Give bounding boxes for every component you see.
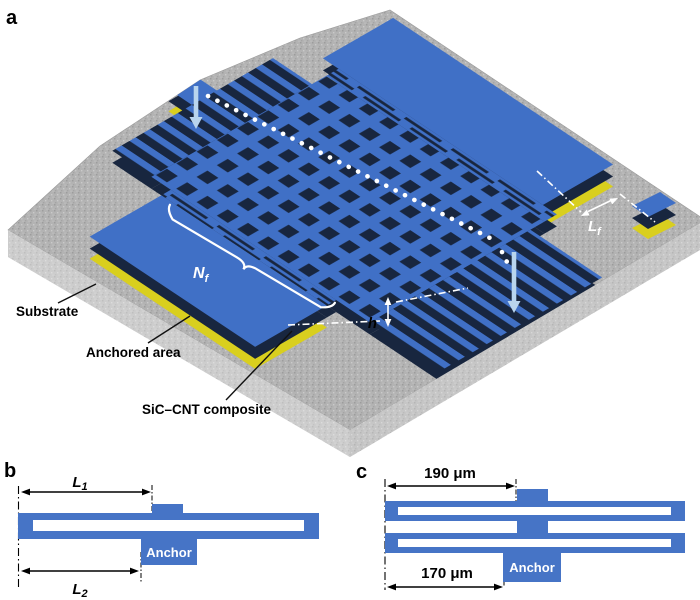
lf-annotation: Lf	[536, 170, 656, 238]
b-anchor-block	[141, 539, 197, 565]
c-center-connector	[517, 521, 548, 533]
perforated-plate	[151, 76, 545, 323]
left-pad	[89, 195, 327, 347]
force-arrow-bottom-icon	[507, 252, 521, 313]
c-anchor-label: Anchor	[509, 560, 555, 575]
device-stack	[89, 17, 614, 383]
b-top-tab	[152, 504, 183, 513]
panel-c-tag: c	[356, 461, 367, 483]
b-l1-dimension: L1	[21, 474, 151, 496]
folded-spring-front	[161, 189, 337, 306]
b-l1-label: L1	[72, 474, 87, 493]
b-l2-label: L2	[72, 581, 87, 600]
section-dotted-line	[205, 93, 501, 245]
top-layer	[89, 17, 614, 371]
substrate-front-left	[8, 230, 350, 457]
comb-fingers-right	[369, 229, 603, 371]
composite-leader	[225, 330, 293, 401]
b-anchor-label: Anchor	[146, 545, 192, 560]
substrate-leader	[57, 283, 97, 304]
b-beam-slot	[33, 520, 304, 531]
nf-label: Nf	[193, 265, 210, 285]
c-bottom-beam-slot	[398, 539, 671, 547]
anchored-area-label: Anchored area	[86, 345, 181, 360]
b-l2-dimension: L2	[21, 567, 139, 600]
substrate-front-right-shade	[350, 222, 700, 457]
stub-right	[632, 192, 676, 239]
c-top-beam-slot	[398, 507, 671, 515]
c-top-tab	[517, 489, 548, 502]
nf-brace	[167, 203, 336, 309]
panel-b-tag: b	[4, 460, 16, 482]
anchored-area-leader	[147, 315, 191, 344]
panel-a: a	[6, 7, 700, 457]
substrate-front-left-shade	[8, 230, 350, 457]
h-label: h	[368, 315, 377, 332]
force-arrow-top-icon	[189, 86, 203, 129]
c-top-dimension: 190 μm	[387, 465, 515, 490]
c-bottom-dim-label: 170 μm	[421, 565, 473, 582]
c-anchor-block	[503, 553, 561, 582]
comb-fingers-left	[112, 58, 313, 177]
panel-a-tag: a	[6, 7, 18, 29]
c-bottom-dimension: 170 μm	[387, 565, 503, 591]
lf-label: Lf	[588, 218, 602, 238]
folded-spring-back	[326, 68, 557, 222]
composite-label: SiC–CNT composite	[142, 402, 272, 417]
right-pad	[322, 17, 614, 206]
substrate-label: Substrate	[16, 304, 79, 319]
gap-annotation: h	[287, 287, 469, 332]
panel-b: b L1 Anchor L2	[4, 460, 319, 600]
c-top-dim-label: 190 μm	[424, 465, 476, 482]
panel-c: c 190 μm Anchor 170 μm	[356, 461, 685, 591]
substrate-front-right	[350, 222, 700, 457]
